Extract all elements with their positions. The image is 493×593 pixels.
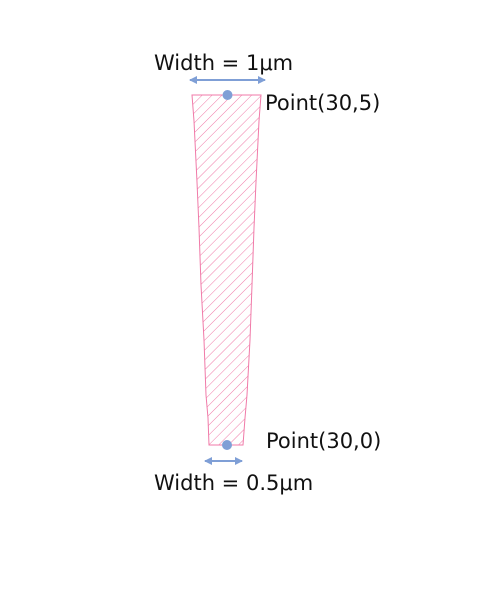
bottom-point-label: Point(30,0) — [266, 429, 381, 453]
top-width-label: Width = 1μm — [154, 51, 293, 75]
bottom-point-marker — [222, 440, 232, 450]
top-point-label: Point(30,5) — [265, 91, 380, 115]
tapered-waveguide-shape — [191, 94, 262, 446]
bottom-width-label: Width = 0.5μm — [154, 471, 313, 495]
top-point-marker — [222, 90, 233, 100]
